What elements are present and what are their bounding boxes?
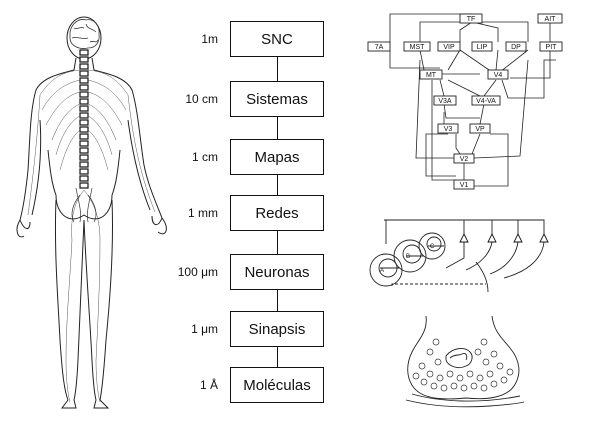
scale-label-redes: 1 mm [188,206,218,220]
level-box-moleculas: Moléculas [230,367,324,403]
area-box-ait [537,13,563,24]
svg-text:A: A [380,268,384,274]
area-label-mt: MT [426,72,437,79]
area-box-v2 [453,153,475,164]
level-label-neuronas: Neuronas [244,263,310,281]
level-box-redes: Redes [230,195,324,231]
scale-label-sinapsis: 1 μm [191,322,218,336]
level-label-sinapsis: Sinapsis [248,320,306,338]
scale-label-neuronas: 100 μm [177,265,218,279]
area-box-mt [419,69,443,80]
area-box-v4 [487,69,509,80]
area-label-vp: VP [475,126,485,133]
area-label-lip: LIP [477,44,488,51]
area-label-v3a: V3A [438,98,452,105]
area-label-ait: AIT [545,16,557,23]
level-label-sistemas: Sistemas [246,90,308,108]
level-label-moleculas: Moléculas [243,376,311,394]
scale-label-sistemas: 10 cm [185,92,218,106]
human-nervous-system-illustration [16,16,167,409]
area-box-v3a [433,95,457,106]
area-label-7a: 7A [375,44,384,51]
area-label-tf: TF [467,16,476,23]
level-box-snc: SNC [230,21,324,57]
scale-label-mapas: 1 cm [191,150,218,164]
area-label-pit: PIT [546,44,558,51]
level-label-redes: Redes [255,204,299,222]
level-box-sistemas: Sistemas [230,81,324,117]
area-box-v3 [437,123,459,134]
area-box-mst [403,41,431,52]
area-label-v1: V1 [460,182,469,189]
svg-text:C: C [430,244,435,250]
area-label-mst: MST [410,44,426,51]
area-label-vip: VIP [443,44,455,51]
level-label-mapas: Mapas [254,148,300,166]
area-box-dp [505,41,527,52]
area-box-vip [437,41,461,52]
level-label-snc: SNC [261,30,293,48]
area-label-dp: DP [511,44,521,51]
area-box-tf [459,13,483,24]
area-box-v4va [471,95,501,106]
scale-label-snc: 1m [201,32,218,46]
area-label-v3: V3 [444,126,453,133]
area-label-v2: V2 [460,156,469,163]
synapse-illustration [405,315,525,408]
scale-label-moleculas: 1 Å [199,378,218,392]
area-label-v4va: V4-VA [476,98,496,105]
neural-network-illustration: A B C [369,219,549,293]
area-box-lip [471,41,493,52]
area-label-v4: V4 [494,72,503,79]
svg-text:B: B [406,254,410,260]
area-box-v1 [453,179,475,190]
area-box-pit [539,41,563,52]
level-box-mapas: Mapas [230,139,324,175]
level-box-sinapsis: Sinapsis [230,311,324,347]
area-box-7a [367,41,391,52]
area-box-vp [469,123,491,134]
visual-areas-hierarchy-diagram: TF AIT 7A MST VIP LIP DP PIT MT V4 V3A V… [367,13,563,190]
level-box-neuronas: Neuronas [230,254,324,290]
